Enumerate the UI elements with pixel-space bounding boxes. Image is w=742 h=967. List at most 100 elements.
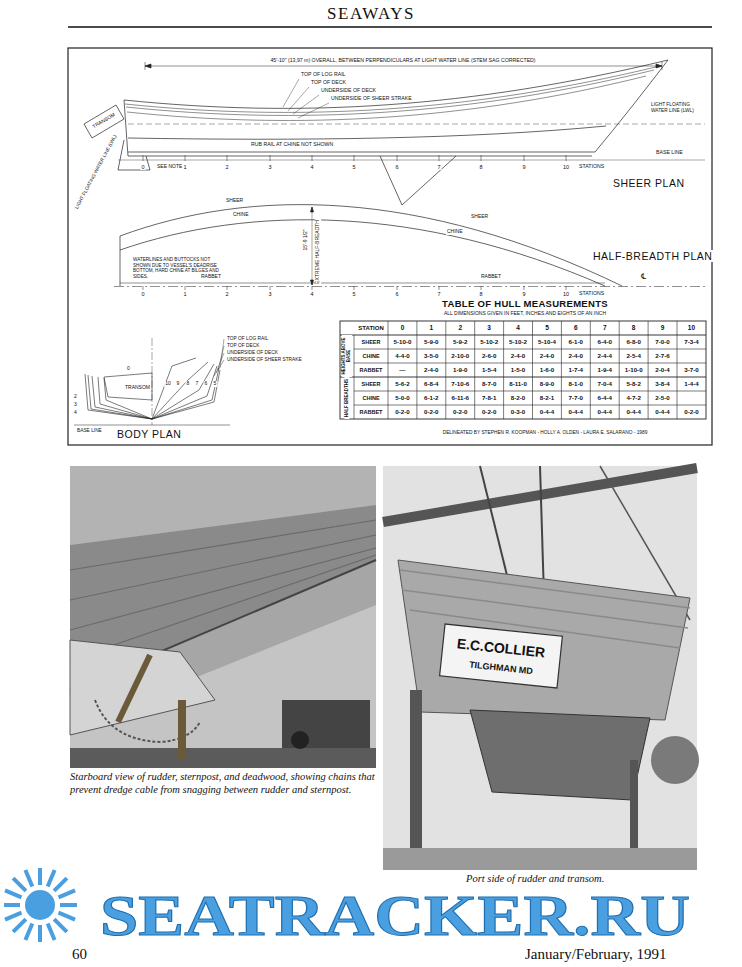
table-cell: 1-6-0 (539, 366, 555, 373)
photo-starboard-rudder (291, 731, 309, 749)
station-number: 4 (73, 410, 78, 416)
table-cell: 5-6-2 (394, 380, 410, 387)
table-cell: 6-8-0 (625, 338, 641, 345)
table-cell: 8-1-0 (568, 380, 584, 387)
note-label: RUB RAIL AT CHINE NOT SHOWN (250, 142, 334, 148)
station-number: 9 (521, 164, 526, 170)
table-cell: 0-2-0 (394, 408, 410, 415)
table-cell: 3-8-4 (654, 380, 670, 387)
photo-caption: Port side of rudder and transom. (466, 873, 604, 885)
station-number: 3 (267, 164, 272, 170)
station-number: 3 (73, 402, 78, 408)
table-cell: 0-2-0 (452, 408, 468, 415)
table-cell: 2-4-0 (423, 366, 439, 373)
station-number: 5 (213, 381, 218, 387)
table-cell: 5-10-0 (392, 338, 412, 345)
sheer-plan (128, 152, 595, 153)
table-cell: 7-10-6 (450, 380, 470, 387)
page-number: 60 (72, 946, 87, 963)
station-number: 5 (351, 164, 356, 170)
station-number: 9 (521, 291, 526, 297)
table-note: ALL DIMENSIONS GIVEN IN FEET, INCHES AND… (443, 311, 607, 317)
starburst-logo (25, 890, 55, 920)
station-number: 6 (394, 164, 399, 170)
table-cell: 7-0-0 (654, 338, 670, 345)
station-number: 7 (195, 381, 200, 387)
photo-port-transom (651, 736, 699, 784)
table-cell: 7-8-1 (481, 394, 497, 401)
table-header: 6 (573, 324, 579, 331)
table-row-name: SHEER (361, 381, 382, 387)
table-cell: 6-11-6 (450, 394, 470, 401)
sheer-plan (84, 105, 124, 138)
starburst-logo (4, 868, 77, 942)
body-plan (152, 368, 219, 419)
table-cell: 6-8-4 (423, 380, 439, 387)
table-header: 2 (457, 324, 463, 331)
sheer-plan (380, 156, 456, 205)
measurement-table (354, 349, 706, 405)
half-breadth-plan (120, 205, 622, 286)
watermark: SEATRACKER.RU (100, 888, 690, 944)
table-row-name: CHINE (361, 353, 380, 359)
line-label: RABBET (200, 274, 222, 280)
line-label: SHEER (470, 214, 489, 220)
centerline-symbol: ℄ (640, 272, 647, 281)
station-number: 10 (562, 291, 570, 297)
sheer-plan (128, 124, 705, 125)
table-cell: 2-10-0 (450, 352, 470, 359)
table-cell: 5-10-2 (508, 338, 528, 345)
table-cell: 6-4-4 (597, 394, 613, 401)
table-cell: 1-4-4 (683, 380, 699, 387)
table-cell: 0-4-4 (597, 408, 613, 415)
table-cell: 5-9-2 (452, 338, 468, 345)
dimension-label: EXTREME HALF-BREADTH (315, 219, 321, 285)
sheer-plan (118, 160, 705, 161)
axis-label: STATIONS (578, 291, 605, 297)
table-header: 0 (400, 324, 406, 331)
table-cell: 1-10-0 (624, 366, 644, 373)
table-row-name: RABBET (359, 367, 384, 373)
half-breadth-plan (120, 220, 605, 286)
photo-port-transom (630, 760, 638, 860)
photo-port-transom (383, 466, 697, 870)
line-label: BASE LINE (655, 150, 684, 156)
table-cell: 4-7-2 (625, 394, 641, 401)
station-number: 9 (176, 381, 181, 387)
photo-starboard-rudder (70, 748, 376, 768)
photo-starboard-rudder (70, 466, 376, 768)
table-cell: 7-3-4 (683, 338, 699, 345)
callout-label: UNDERSIDE OF SHEER STRAKE (226, 357, 303, 363)
table-cell: 5-9-0 (423, 338, 439, 345)
half-breadth-plan (311, 207, 314, 212)
half-breadth-plan (120, 236, 121, 286)
half-breadth-plan (143, 286, 566, 290)
sheer-plan (118, 140, 150, 170)
table-row-name: CHINE (361, 395, 380, 401)
callout-label: TOP OF DECK (310, 80, 347, 86)
station-number: 7 (436, 164, 441, 170)
table-cell: 7-0-4 (597, 380, 613, 387)
header-rule (68, 26, 712, 28)
table-cell: 1-5-4 (481, 366, 497, 373)
photo-starboard-rudder (178, 700, 186, 760)
callout-label: UNDERSIDE OF SHEER STRAKE (330, 96, 413, 102)
sheer-plan (84, 60, 705, 205)
table-cell: 2-0-4 (654, 366, 670, 373)
station-number: 6 (394, 291, 399, 297)
page-header: SEAWAYS (327, 4, 415, 24)
half-breadth-plan (312, 207, 313, 285)
table-cell: 2-7-6 (654, 352, 670, 359)
table-row-name: SHEER (361, 339, 382, 345)
drawing-frame (68, 48, 712, 445)
table-cell: 1-7-4 (568, 366, 584, 373)
table-cell: 2-4-0 (510, 352, 526, 359)
axis-label: STATIONS (578, 164, 605, 170)
table-cell: 3-5-0 (423, 352, 439, 359)
table-cell: 8-9-0 (539, 380, 555, 387)
table-header: 9 (660, 324, 666, 331)
table-cell: 5-10-4 (537, 338, 557, 345)
body-plan (152, 362, 208, 419)
table-cell: 5-8-2 (625, 380, 641, 387)
table-header: 5 (544, 324, 550, 331)
